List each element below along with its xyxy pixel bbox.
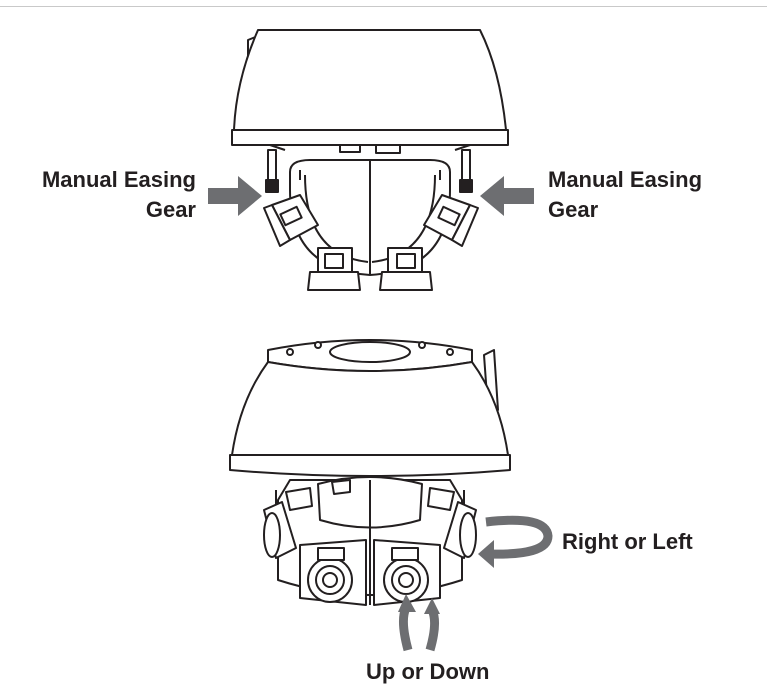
lens-module-4 xyxy=(423,194,479,247)
gear-left-label-line1: Manual Easing xyxy=(41,167,196,192)
rotate-pan-arrow-icon xyxy=(478,515,553,568)
lens-module-front-left xyxy=(299,539,367,606)
arrow-left-icon xyxy=(480,176,534,216)
bottom-housing-dome xyxy=(231,361,509,456)
top-housing-dome xyxy=(233,29,507,131)
gear-left-label-line2: Gear xyxy=(145,197,196,222)
gear-right-label-line1: Manual Easing xyxy=(548,167,703,192)
gear-knob-right xyxy=(459,179,473,193)
lens-module-left xyxy=(263,501,297,559)
gear-knob-left xyxy=(265,179,279,193)
bottom-housing-rim xyxy=(229,454,511,477)
rotate-pan-label: Right or Left xyxy=(562,529,693,554)
bottom-camera-assembly xyxy=(229,339,511,606)
lens-module-front-right xyxy=(373,539,441,606)
top-camera-assembly xyxy=(231,29,509,291)
rotate-tilt-label: Up or Down xyxy=(366,659,490,684)
lens-module-1 xyxy=(263,194,319,247)
lens-module-right xyxy=(443,501,477,559)
rotate-tilt-arrow-icon xyxy=(398,594,440,652)
lens-module-2 xyxy=(307,247,361,291)
top-border-line xyxy=(0,6,767,7)
arrow-right-icon xyxy=(208,176,262,216)
gear-right-label-line2: Gear xyxy=(548,197,599,222)
top-housing-rim xyxy=(231,129,509,146)
lens-module-3 xyxy=(379,247,433,291)
